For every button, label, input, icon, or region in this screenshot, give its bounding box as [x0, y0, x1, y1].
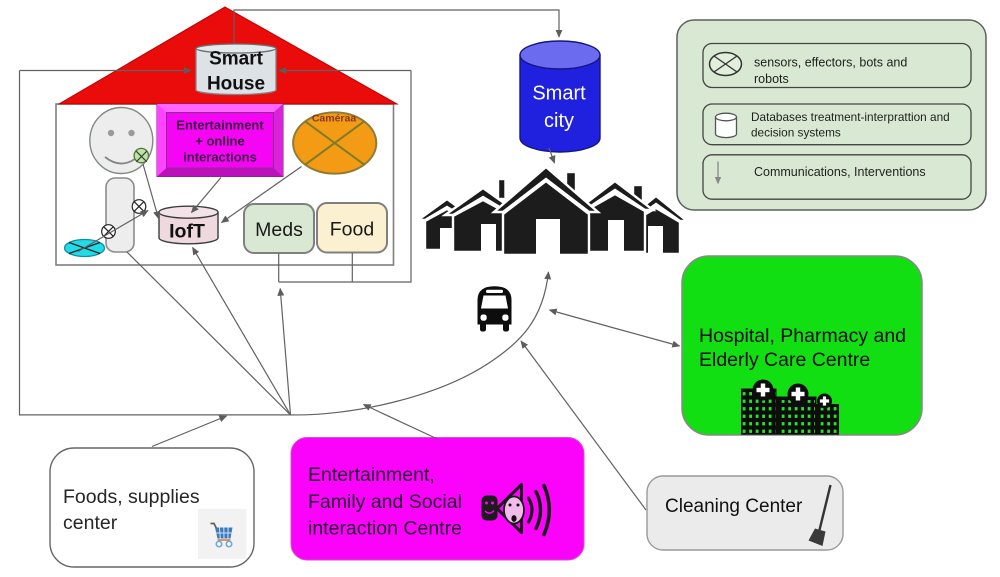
svg-text:+ online: + online — [195, 134, 244, 149]
svg-text:Meds: Meds — [255, 219, 303, 241]
svg-text:Databases treatment-interpratt: Databases treatment-interprattion and — [751, 110, 950, 124]
svg-text:Hospital, Pharmacy and: Hospital, Pharmacy and — [699, 325, 906, 347]
svg-text:Communications, Interventions: Communications, Interventions — [754, 165, 926, 179]
svg-text:Cleaning Center: Cleaning Center — [665, 496, 803, 517]
svg-text:Caméraa: Caméraa — [312, 113, 357, 125]
svg-text:interaction Centre: interaction Centre — [308, 518, 462, 540]
svg-text:Foods, supplies: Foods, supplies — [63, 486, 200, 508]
svg-text:Elderly Care Centre: Elderly Care Centre — [699, 349, 870, 371]
svg-text:Food: Food — [330, 219, 374, 241]
svg-text:interactions: interactions — [183, 150, 257, 165]
svg-text:Smart: Smart — [532, 83, 586, 105]
svg-text:Family and Social: Family and Social — [308, 491, 462, 513]
svg-text:city: city — [544, 110, 574, 132]
svg-text:IofT: IofT — [169, 221, 205, 243]
svg-text:Smart: Smart — [209, 49, 264, 70]
svg-text:Entertainment: Entertainment — [176, 118, 264, 133]
svg-text:Entertainment,: Entertainment, — [308, 464, 435, 486]
svg-text:sensors, effectors, bots and: sensors, effectors, bots and — [754, 56, 907, 70]
svg-text:robots: robots — [754, 72, 789, 86]
svg-text:House: House — [207, 74, 265, 95]
svg-text:center: center — [63, 512, 118, 534]
svg-text:decision systems: decision systems — [751, 126, 841, 140]
